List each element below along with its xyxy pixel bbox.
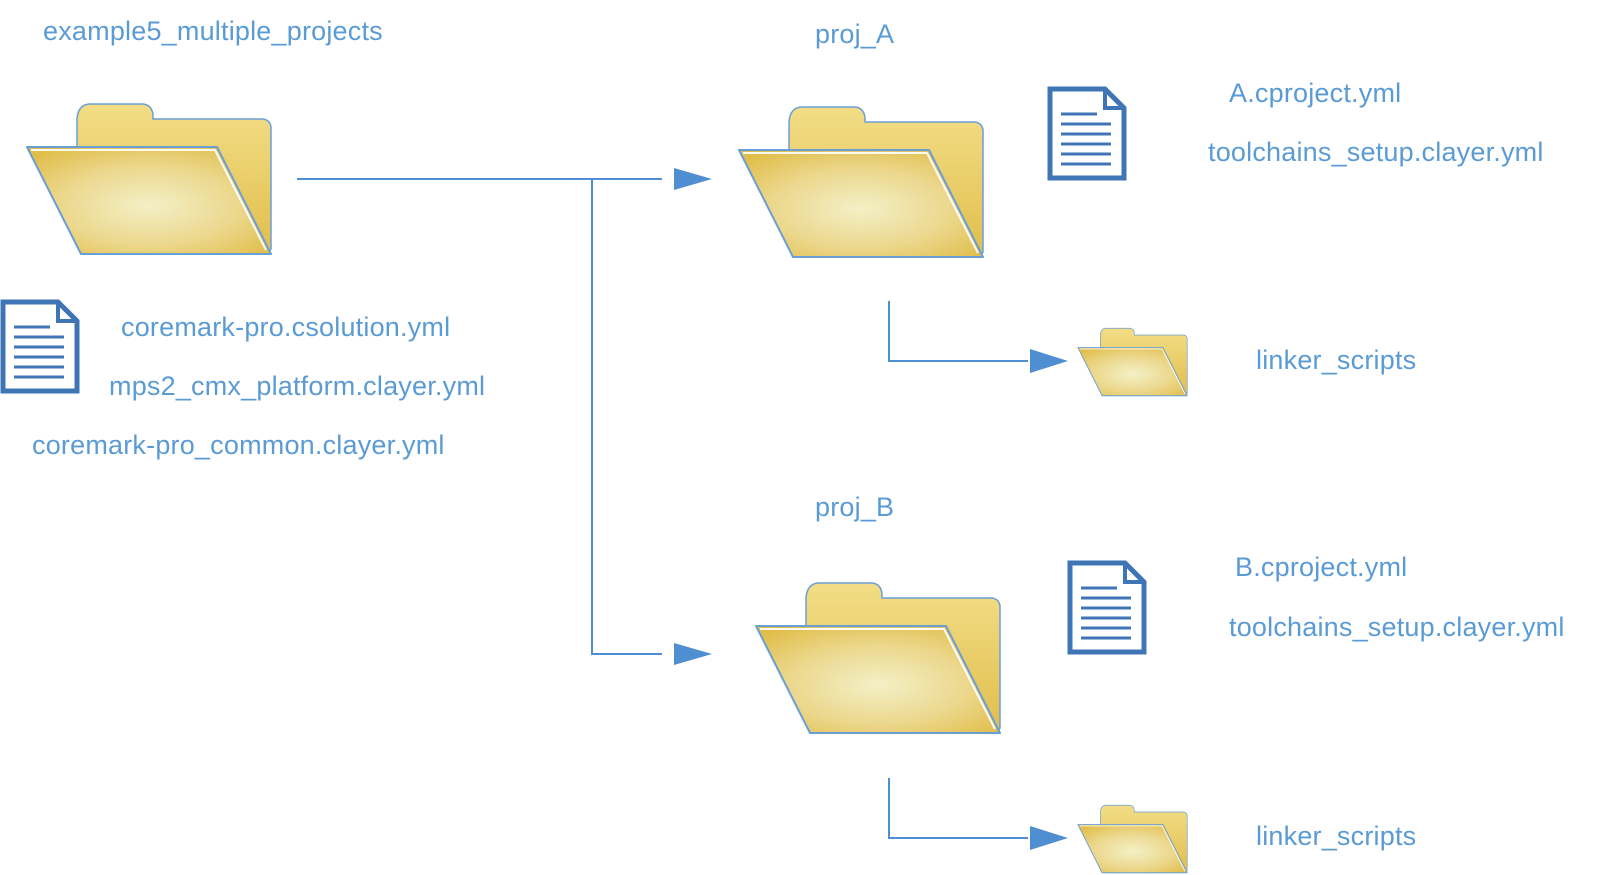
proj-b-file-cproject: B.cproject.yml bbox=[1235, 552, 1408, 582]
proj-a-label: proj_A bbox=[815, 19, 895, 49]
arrowhead-proj-a bbox=[674, 168, 712, 190]
connector-root-to-proj-b bbox=[591, 179, 662, 655]
proj-a-linker-folder-icon bbox=[1077, 326, 1189, 398]
root-folder-icon bbox=[25, 99, 275, 259]
root-file-csolution: coremark-pro.csolution.yml bbox=[121, 312, 451, 342]
arrowhead-linker-b bbox=[1030, 826, 1068, 850]
connector-proj-b-to-linker bbox=[888, 778, 1028, 839]
proj-b-file-toolchains: toolchains_setup.clayer.yml bbox=[1229, 612, 1565, 642]
proj-b-linker-scripts-label: linker_scripts bbox=[1256, 821, 1417, 851]
connector-proj-a-to-linker bbox=[888, 301, 1028, 362]
proj-a-folder-icon bbox=[737, 102, 987, 262]
proj-b-document-icon bbox=[1067, 560, 1147, 655]
proj-b-label: proj_B bbox=[815, 492, 895, 522]
proj-a-linker-scripts-label: linker_scripts bbox=[1256, 345, 1417, 375]
proj-a-file-cproject: A.cproject.yml bbox=[1229, 78, 1402, 108]
proj-a-file-toolchains: toolchains_setup.clayer.yml bbox=[1208, 137, 1544, 167]
proj-b-folder-icon bbox=[754, 578, 1004, 738]
root-file-common-clayer: coremark-pro_common.clayer.yml bbox=[32, 430, 445, 460]
arrowhead-proj-b bbox=[674, 643, 712, 665]
root-folder-label: example5_multiple_projects bbox=[43, 16, 383, 46]
arrowhead-linker-a bbox=[1030, 349, 1068, 373]
proj-b-linker-folder-icon bbox=[1077, 803, 1189, 875]
root-file-platform-clayer: mps2_cmx_platform.clayer.yml bbox=[109, 371, 486, 401]
proj-a-document-icon bbox=[1047, 86, 1127, 181]
root-document-icon bbox=[0, 299, 80, 394]
